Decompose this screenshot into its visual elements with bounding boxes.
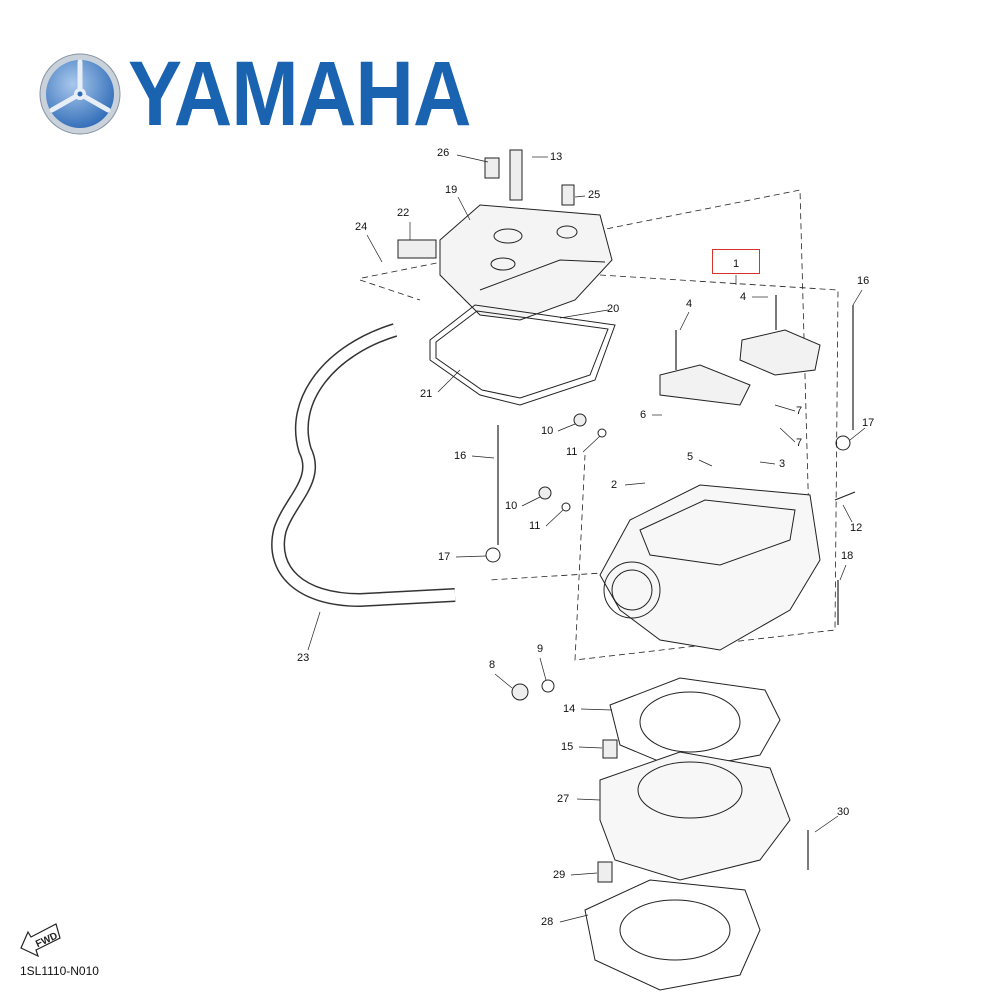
callout-16[interactable]: 16 — [454, 450, 467, 462]
callout-18[interactable]: 18 — [841, 550, 854, 562]
callout-20[interactable]: 20 — [607, 303, 620, 315]
callout-22[interactable]: 22 — [397, 207, 410, 219]
callout-30[interactable]: 30 — [837, 806, 850, 818]
callout-23[interactable]: 23 — [297, 652, 310, 664]
callout-4[interactable]: 4 — [740, 291, 747, 303]
callout-9[interactable]: 9 — [537, 643, 544, 655]
callout-10[interactable]: 10 — [505, 500, 518, 512]
base-gasket — [584, 879, 761, 991]
yamaha-emblem-icon — [39, 53, 121, 135]
callout-5[interactable]: 5 — [687, 451, 694, 463]
callout-21[interactable]: 21 — [420, 388, 433, 400]
callout-12[interactable]: 12 — [850, 522, 863, 534]
callout-6[interactable]: 6 — [640, 409, 647, 421]
valve-cover-gasket — [429, 304, 616, 406]
callout-15[interactable]: 15 — [561, 741, 574, 753]
head-gasket — [609, 677, 781, 771]
diagram-code: 1SL1110-N010 — [20, 964, 99, 978]
callout-17[interactable]: 17 — [862, 417, 875, 429]
callout-8[interactable]: 8 — [489, 659, 496, 671]
callout-14[interactable]: 14 — [563, 703, 576, 715]
fwd-arrow-icon: FWD — [20, 923, 61, 958]
cylinder — [599, 751, 791, 881]
callout-7[interactable]: 7 — [796, 405, 803, 417]
callout-24[interactable]: 24 — [355, 221, 368, 233]
callout-2[interactable]: 2 — [611, 479, 618, 491]
callout-29[interactable]: 29 — [553, 869, 566, 881]
valve-cover — [439, 204, 613, 321]
callout-1[interactable]: 1 — [733, 258, 740, 270]
callout-13[interactable]: 13 — [550, 151, 563, 163]
callout-4[interactable]: 4 — [686, 298, 693, 310]
highlighted-part-box — [712, 249, 760, 274]
callout-11[interactable]: 11 — [529, 520, 541, 532]
callout-7[interactable]: 7 — [796, 437, 803, 449]
callout-17[interactable]: 17 — [438, 551, 451, 563]
callout-25[interactable]: 25 — [588, 189, 601, 201]
callout-19[interactable]: 19 — [445, 184, 458, 196]
callout-3[interactable]: 3 — [779, 458, 786, 470]
cylinder-head — [599, 484, 821, 651]
callout-28[interactable]: 28 — [541, 916, 554, 928]
callout-16[interactable]: 16 — [857, 275, 870, 287]
callout-11[interactable]: 11 — [566, 446, 578, 458]
callout-26[interactable]: 26 — [437, 147, 450, 159]
callout-10[interactable]: 10 — [541, 425, 554, 437]
brand-logo: YAMAHA — [128, 43, 471, 145]
callout-27[interactable]: 27 — [557, 793, 570, 805]
